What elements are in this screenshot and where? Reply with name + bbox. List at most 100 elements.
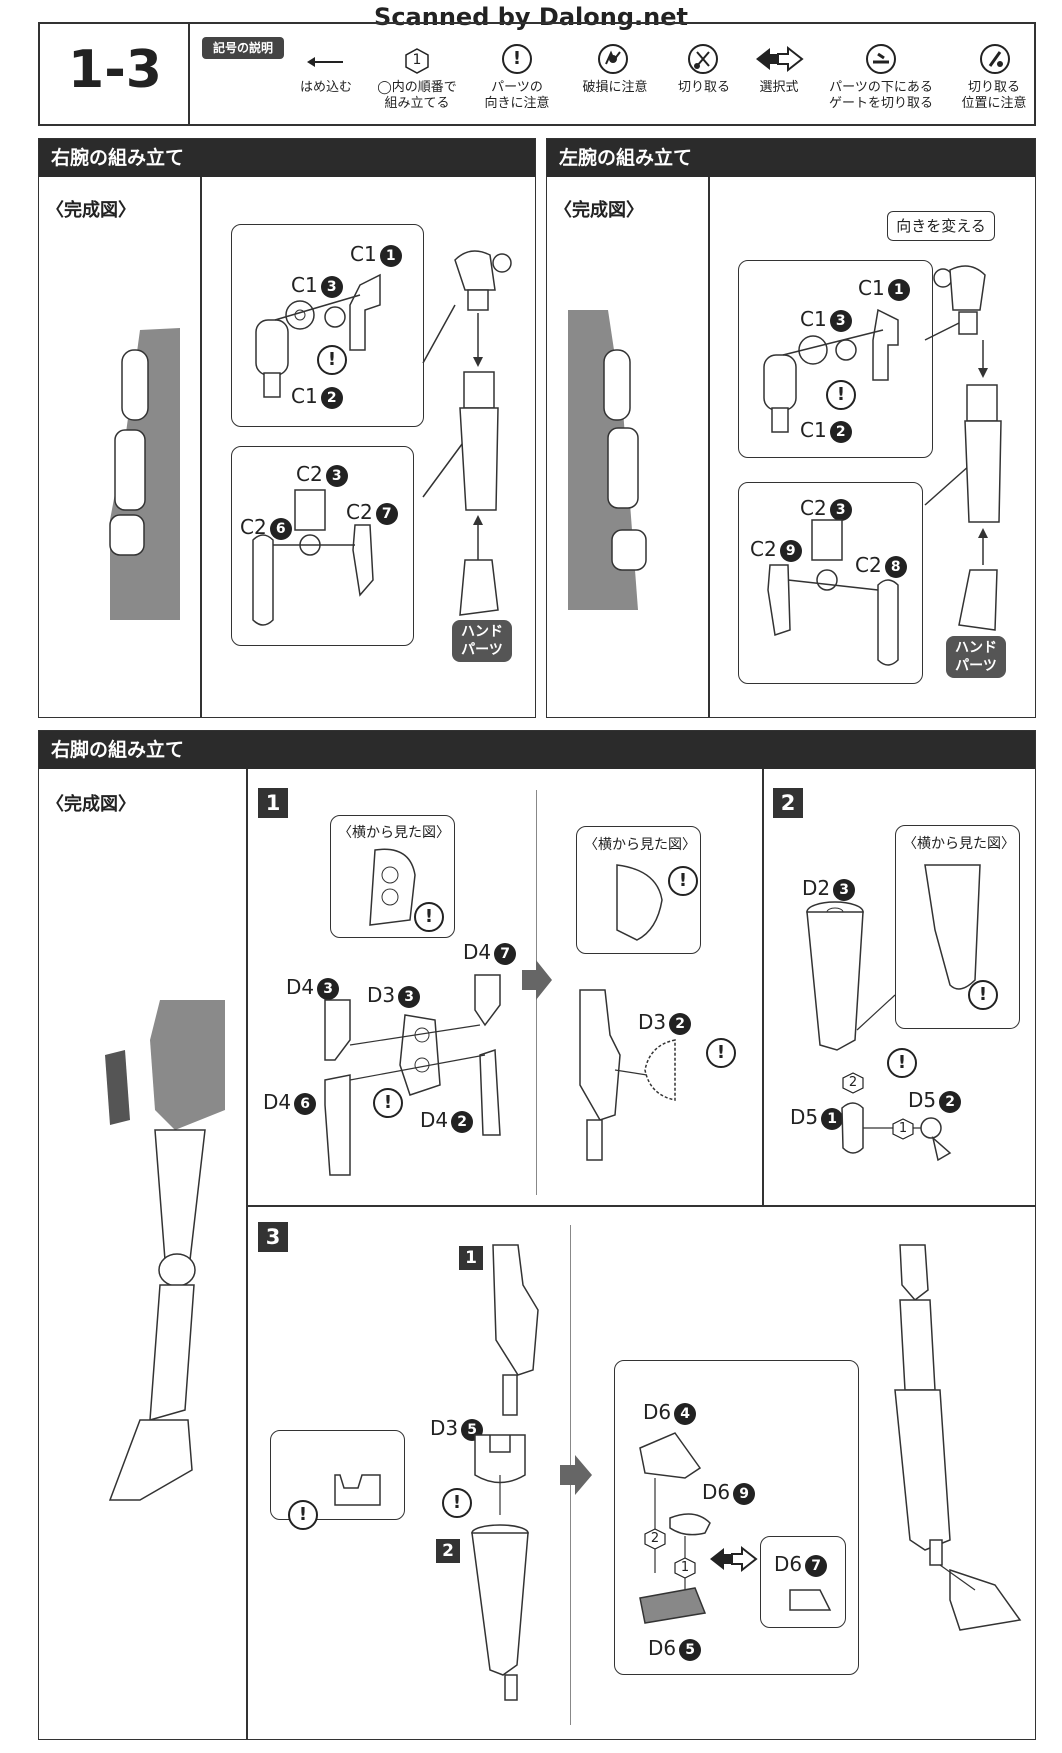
step2-thigh [806,901,896,1051]
step1-caution-c: ! [668,866,698,896]
left-arm-completed-figure [568,310,647,610]
step3-foot-parts [639,1432,711,1624]
watermark: Scanned by Dalong.net [374,3,688,31]
left-arm-divider [708,177,710,717]
legend-title: 記号の説明 [202,37,284,59]
right-arm-hand-parts: ハンド パーツ [452,620,512,662]
right-arm-completed-label: 〈完成図〉 [46,200,136,221]
step2-order-2: 2 [842,1072,864,1094]
left-arm-panel [546,138,1036,718]
step1-side-view-b-label: 〈横から見た図〉 [584,837,696,853]
left-arm-completed-label: 〈完成図〉 [554,200,644,221]
step1-side-view-a-label: 〈横から見た図〉 [338,825,450,841]
step-2-badge: 2 [773,788,803,818]
step3-thigh [471,1524,529,1701]
legend-label-order: ◯内の順番で 組み立てる [377,80,457,111]
step3-upper-leg [492,1244,539,1416]
right-leg-panel [38,730,1036,1740]
step1-caution-b: ! [373,1088,403,1118]
step3-caution-knee: ! [442,1488,472,1518]
step2-caution-b: ! [887,1048,917,1078]
right-arm-title: 右腕の組み立て [39,139,535,177]
step3-alt-part [760,1536,846,1628]
step3-ref-2: 2 [436,1539,460,1563]
left-arm-title: 左腕の組み立て [547,139,1035,177]
legend-label-choice: 選択式 [759,80,799,95]
legend-label-cut-position: 切り取る 位置に注意 [961,80,1027,111]
legend-label-cut: 切り取る [677,80,730,95]
right-arm-assembly [422,250,512,616]
step3-knee-detail-part [334,1474,381,1506]
legend-label-gate: パーツの下にある ゲートを切り取る [828,80,933,111]
step1-caution-d: ! [706,1038,736,1068]
left-arm-change-direction: 向きを変える [887,211,995,241]
right-arm-c2-parts [252,489,374,626]
arrow-left-icon [307,57,343,67]
step3-ref-1: 1 [459,1246,483,1270]
step-3-badge: 3 [258,1222,288,1252]
step2-side-view-part [924,864,981,990]
right-leg-divider-step2 [762,769,764,1205]
header-box [38,22,1036,126]
step3-caution-detail: ! [288,1500,318,1530]
step-1-badge: 1 [258,788,288,818]
right-arm-caution-c1: ! [317,345,347,375]
legend-label-snap: はめ込む [299,80,352,95]
left-arm-caution-c1: ! [826,380,856,410]
circled-one-icon: 1 [404,48,430,74]
right-arm-divider [200,177,202,717]
step1-parts-b [579,989,676,1161]
step3-order-2: 2 [644,1528,666,1550]
header-divider [188,22,190,126]
right-arm-panel [38,138,536,718]
step2-order-1: 1 [892,1118,914,1140]
left-arm-assembly [924,265,1002,631]
legend-label-orientation: パーツの 向きに注意 [484,80,550,111]
double-arrow-icon [756,45,804,73]
right-leg-divider-h [246,1205,1035,1207]
cut-position-icon [980,44,1010,74]
step1-side-view-b-part [616,864,663,941]
step1-side-view-a-part [369,848,416,926]
right-leg-divider-v [246,769,248,1739]
right-leg-completed-figure [105,1000,225,1501]
right-arm-c1-parts [255,273,381,398]
breakage-icon [598,44,628,74]
caution-icon: ! [502,44,532,74]
step3-order-1: 1 [674,1557,696,1579]
step1-next-arrow [522,960,552,1000]
step3-alt-part-shape [789,1589,832,1611]
cut-icon [688,44,718,74]
step3-knee [474,1434,526,1515]
step1-parts-a [324,974,501,1176]
left-arm-hand-parts: ハンド パーツ [946,636,1006,678]
left-arm-c2-parts [767,519,899,666]
legend-label-breakage: 破損に注意 [582,80,648,95]
step3-choice-arrow [710,1545,758,1573]
left-arm-c1-parts [763,308,899,433]
step3-next-arrow [560,1455,592,1495]
